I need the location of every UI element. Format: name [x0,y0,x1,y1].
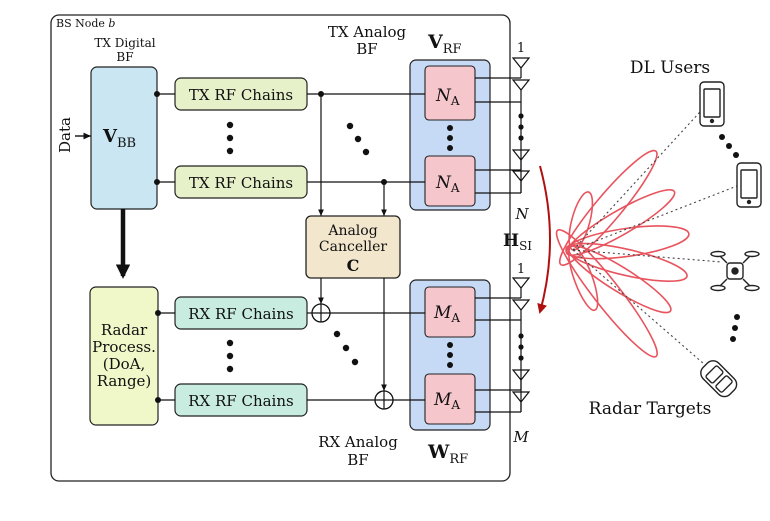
user-target-links [572,111,738,365]
rx-radar-dot-2 [155,397,161,403]
wrf-ellipsis [447,342,453,368]
ma-label-1: MA [433,303,460,325]
tx-rf-ellipsis [226,121,234,155]
tx-antenna-last-label: N [514,205,529,223]
rx-antenna-array [475,277,531,413]
summer-1 [311,303,331,323]
targets-ellipsis [730,314,740,342]
car-icon [700,360,738,398]
na-label-2: NA [435,173,460,195]
na-block-1 [424,65,476,121]
vbb-tx-dot-1 [154,91,160,97]
radar-targets-label: Radar Targets [589,399,712,419]
bs-node-frame [50,14,511,482]
tx-diagonal-ellipsis [346,122,370,156]
vbb-label: VBB [102,126,136,151]
ma-block-2 [424,373,476,425]
radar-process-label-4: Range) [97,372,152,390]
canceller-symbol: C [347,256,360,275]
tx-rf-chain-1-label: TX RF Chains [189,86,293,104]
hsi-label: HSI [503,231,532,253]
rx-antenna-first-label: 1 [517,262,525,277]
tx-digital-bf-label: TX Digital [94,36,155,50]
na-block-2 [424,155,476,207]
smartphone-icon [699,81,725,127]
rx-rf-chain-1-label: RX RF Chains [188,305,293,323]
radar-process-block [89,286,159,426]
users-ellipsis [719,134,739,158]
tx-analog-bf-label: TX Analog [328,23,407,41]
tx-antenna-array [475,57,531,194]
summer-2 [374,390,394,410]
tx-analog-bf-label-2: BF [356,40,377,58]
vbb-tx-dot-2 [154,179,160,185]
radar-process-label-3: (DoA, [103,355,146,373]
analog-canceller-block [305,215,401,279]
canceller-label-1: Analog [327,223,377,239]
dl-users-label: DL Users [630,58,710,78]
smartphone-icon [736,162,762,208]
tx-rf-chain-2-label: TX RF Chains [189,174,293,192]
hsi-arrow [537,165,551,314]
bs-node-label: BS Node b [56,17,115,30]
rx-analog-bf-label-2: BF [347,451,368,469]
vrf-label: VRF [427,31,462,57]
wrf-label: WRF [427,441,468,467]
rx-rf-ellipsis [226,339,234,373]
tx-antenna-ellipsis [518,113,524,141]
rx-rf-chain-2-label: RX RF Chains [188,392,293,410]
tx-antenna-first-label: 1 [517,41,525,56]
tx-digital-bf-label-2: BF [116,50,133,64]
rx-antenna-last-label: M [512,428,529,446]
vrf-ellipsis [447,125,453,151]
rx-analog-bf-label: RX Analog [318,433,398,451]
rx-diagonal-ellipsis [333,330,359,366]
drone-icon [710,250,760,292]
radar-process-label-1: Radar [101,321,148,339]
ma-block-1 [424,286,476,338]
rx-antenna-ellipsis [518,333,524,361]
canceller-label-2: Canceller [319,239,387,255]
ma-label-2: MA [433,390,460,412]
radar-process-label-2: Process. [92,338,156,356]
rx-radar-dot-1 [155,310,161,316]
na-label-1: NA [435,86,460,108]
data-input-label: Data [56,117,74,153]
